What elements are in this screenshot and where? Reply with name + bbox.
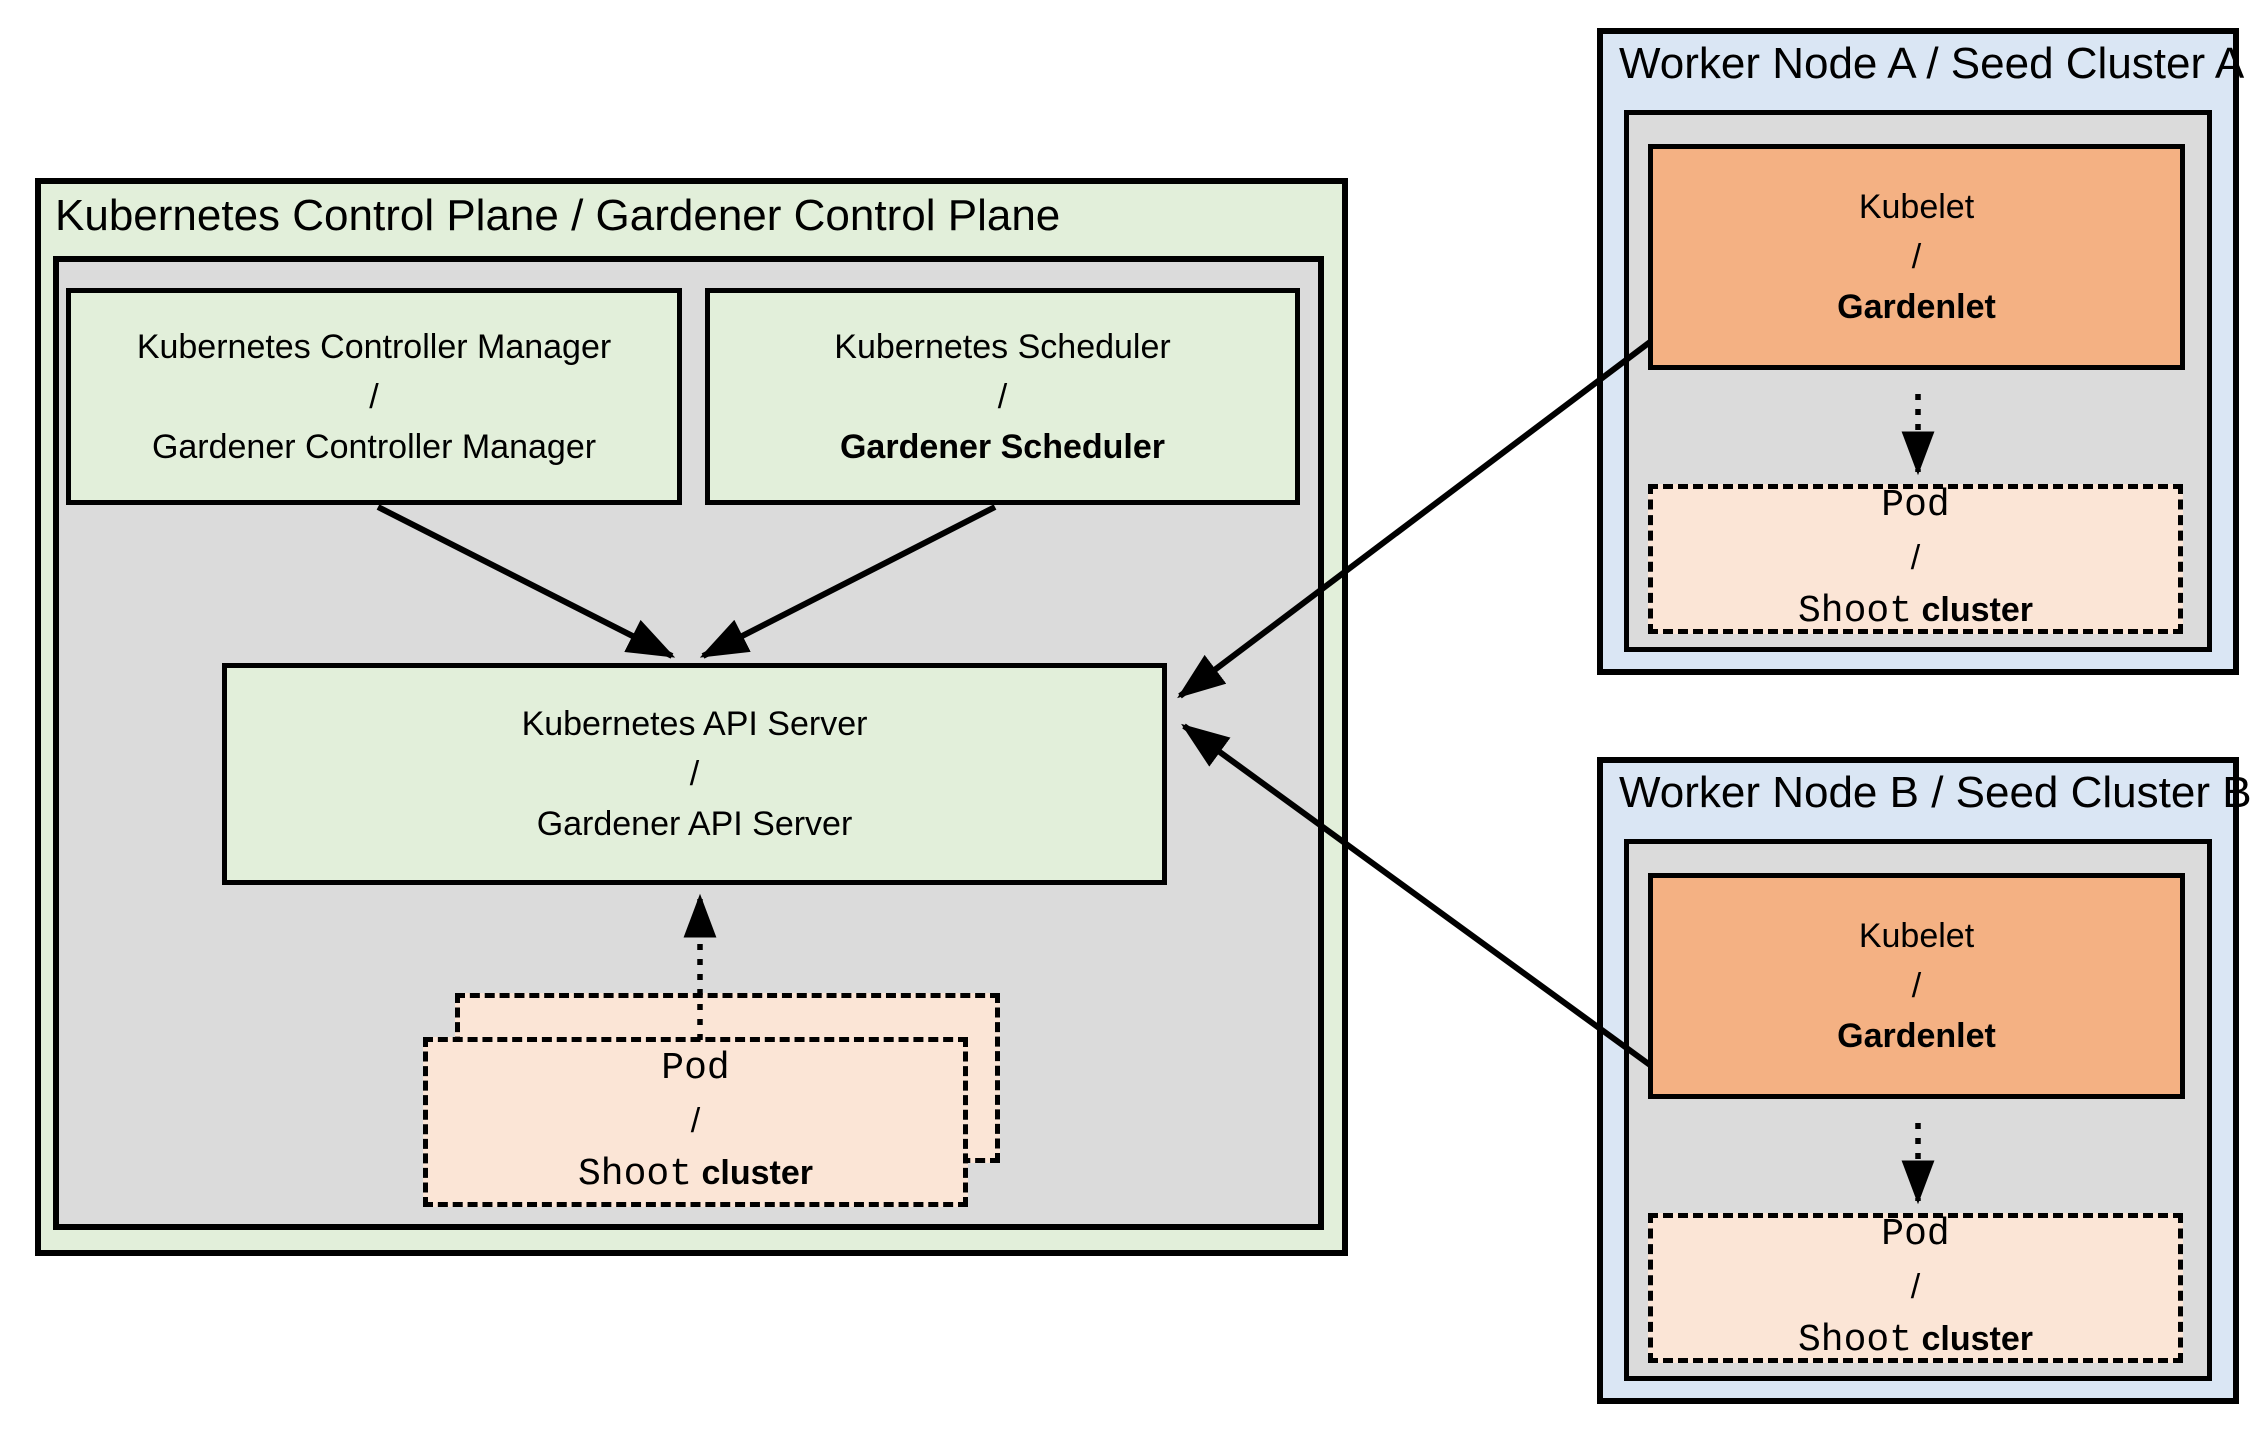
worker-node-a-title: Worker Node A / Seed Cluster A [1619,39,2245,88]
kubelet-b-line2: Gardenlet [1837,1017,1996,1055]
api-server-line2: Gardener API Server [536,805,853,843]
worker-node-b-title: Worker Node B / Seed Cluster B [1619,768,2252,817]
api-server-separator: / [689,755,700,793]
controller-manager-box: Kubernetes Controller Manager / Gardener… [66,288,682,505]
pod-b-separator: / [1910,1268,1921,1306]
pod-shoot-word: Shoot [578,1153,693,1196]
worker-node-a-inner-panel: Kubelet / Gardenlet Pod / Shoot cluster [1624,110,2212,652]
pod-b-shoot-word: Shoot [1798,1319,1913,1362]
pod-a-separator: / [1910,539,1921,577]
kubelet-a-line2: Gardenlet [1837,288,1996,326]
controller-manager-line2: Gardener Controller Manager [151,427,597,466]
control-plane-box: Kubernetes Control Plane / Gardener Cont… [35,178,1348,1256]
pod-a-shoot-word: Shoot [1798,590,1913,633]
pod-b-line2: Shoot cluster [1798,1313,2033,1367]
pod-b-cluster-word: cluster [1921,1320,2033,1358]
kubelet-b-line1: Kubelet [1858,917,1975,955]
controller-manager-line1: Kubernetes Controller Manager [136,327,612,366]
pod-separator: / [690,1102,701,1140]
pod-shoot-box-b: Pod / Shoot cluster [1648,1213,2183,1363]
api-server-line1: Kubernetes API Server [521,705,868,743]
pod-shoot-box-front: Pod / Shoot cluster [423,1037,968,1207]
scheduler-line2: Gardener Scheduler [839,427,1165,466]
api-server-box: Kubernetes API Server / Gardener API Ser… [222,663,1167,885]
pod-line2: Shoot cluster [578,1147,813,1201]
pod-shoot-box-a: Pod / Shoot cluster [1648,484,2183,634]
control-plane-inner-panel: Kubernetes Controller Manager / Gardener… [53,256,1324,1230]
kubelet-b-box: Kubelet / Gardenlet [1648,873,2185,1099]
kubelet-a-separator: / [1911,238,1922,276]
pod-a-line1: Pod [1881,484,1950,527]
kubelet-a-line1: Kubelet [1858,188,1975,226]
kubelet-a-box: Kubelet / Gardenlet [1648,144,2185,370]
control-plane-title: Kubernetes Control Plane / Gardener Cont… [55,191,1061,240]
worker-node-a-box: Worker Node A / Seed Cluster A Kubelet /… [1597,28,2244,675]
worker-node-b-box: Worker Node B / Seed Cluster B Kubelet /… [1597,757,2252,1404]
pod-b-line1: Pod [1881,1213,1950,1256]
scheduler-box: Kubernetes Scheduler / Gardener Schedule… [705,288,1300,505]
scheduler-line1: Kubernetes Scheduler [834,327,1171,366]
pod-a-cluster-word: cluster [1921,591,2033,629]
worker-node-b-inner-panel: Kubelet / Gardenlet Pod / Shoot cluster [1624,839,2212,1381]
pod-line1: Pod [661,1047,730,1090]
scheduler-separator: / [997,377,1008,416]
kubelet-b-separator: / [1911,967,1922,1005]
pod-cluster-word: cluster [701,1154,813,1192]
controller-manager-separator: / [369,377,379,416]
pod-a-line2: Shoot cluster [1798,584,2033,638]
